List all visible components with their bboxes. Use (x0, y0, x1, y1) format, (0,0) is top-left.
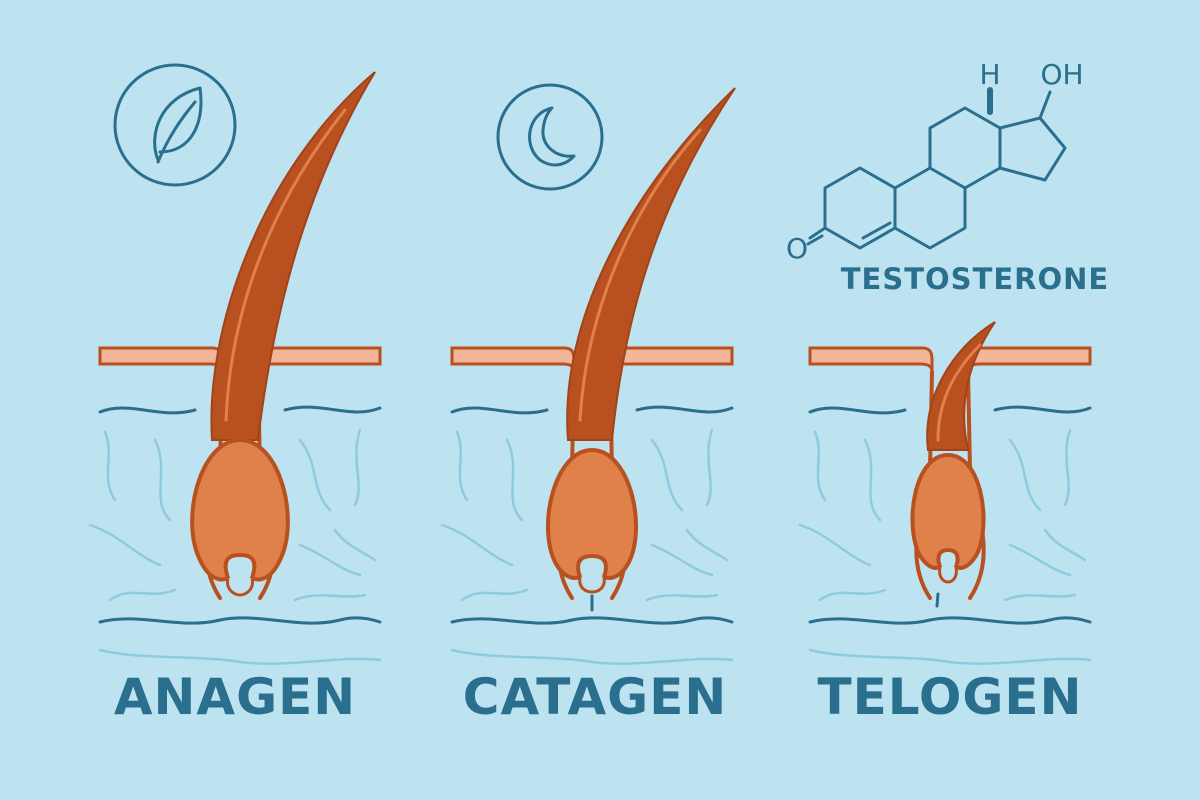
telogen-follicle (798, 321, 1092, 666)
oxygen-label: O (786, 232, 808, 265)
testosterone-structure (806, 87, 1067, 250)
anagen-follicle (88, 71, 382, 666)
leaf-icon (113, 63, 237, 187)
hydroxyl-label: OH (1040, 58, 1083, 91)
anagen-label: ANAGEN (113, 668, 357, 726)
moon-icon (496, 83, 604, 191)
catagen-label: CATAGEN (462, 668, 728, 726)
telogen-label: TELOGEN (817, 668, 1083, 726)
molecule-name: TESTOSTERONE (840, 262, 1110, 296)
catagen-follicle (440, 87, 736, 666)
hydrogen-label: H (979, 58, 1000, 91)
